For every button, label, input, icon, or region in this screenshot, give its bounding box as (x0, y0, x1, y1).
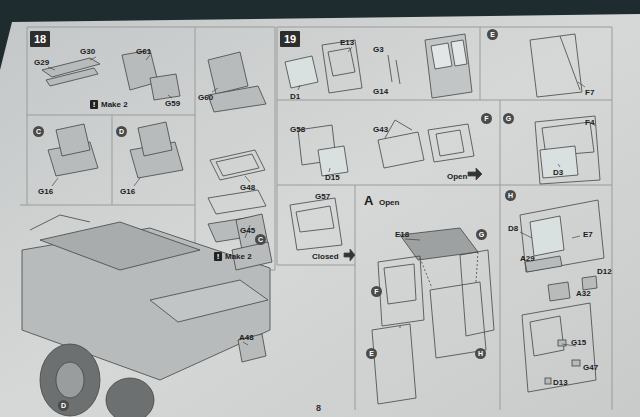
callout-letter: D (61, 402, 66, 409)
leader-lines (48, 47, 595, 346)
callout-letter: F (484, 115, 488, 122)
part-label: G57 (315, 192, 330, 201)
step-label: 18 (34, 33, 46, 45)
page-sheet (0, 14, 640, 417)
step-number: 19 (280, 31, 300, 47)
note-icon: ! (90, 100, 98, 109)
step-label: 19 (284, 33, 296, 45)
callout-letter: E (369, 350, 374, 357)
part-label: D13 (553, 378, 568, 387)
part-label: A29 (520, 254, 535, 263)
callout-circle: F (371, 286, 382, 297)
part-label: F4 (585, 118, 594, 127)
callout-letter: G (479, 231, 484, 238)
part-label: G14 (373, 87, 388, 96)
part-label: G59 (165, 99, 180, 108)
part-label: A32 (576, 289, 591, 298)
part-label: G16 (38, 187, 53, 196)
part-label: Closed (312, 252, 339, 261)
part-label: D12 (597, 267, 612, 276)
note-icon: ! (214, 252, 222, 261)
part-label: Open (447, 172, 467, 181)
callout-circle: G (503, 113, 514, 124)
callout-circle: D (116, 126, 127, 137)
part-drawings (22, 34, 604, 417)
callout-circle: E (366, 348, 377, 359)
callout-circle: G (476, 229, 487, 240)
callout-circle: H (475, 348, 486, 359)
part-label: E13 (340, 38, 354, 47)
part-label: D8 (508, 224, 518, 233)
part-label: Open (379, 198, 399, 207)
part-label: G60 (198, 93, 213, 102)
part-label: Make 2 (225, 252, 252, 261)
part-label: G47 (583, 363, 598, 372)
part-label: G30 (80, 47, 95, 56)
part-label: G16 (120, 187, 135, 196)
part-label: D3 (553, 168, 563, 177)
callout-circle: H (505, 190, 516, 201)
part-label: G43 (373, 125, 388, 134)
callout-letter: F (374, 288, 378, 295)
callout-letter: H (508, 192, 513, 199)
part-label: E7 (583, 230, 593, 239)
callout-circle: F (481, 113, 492, 124)
callout-letter: H (478, 350, 483, 357)
part-label: A48 (239, 333, 254, 342)
part-label: G15 (571, 338, 586, 347)
panel-borders (20, 27, 612, 410)
part-label: Make 2 (101, 100, 128, 109)
part-label: G48 (240, 183, 255, 192)
callout-letter: G (506, 115, 511, 122)
part-label: F7 (585, 88, 594, 97)
part-label: G58 (290, 125, 305, 134)
callout-letter: E (490, 31, 495, 38)
callout-circle: C (33, 126, 44, 137)
part-label: G45 (240, 226, 255, 235)
part-label: G61 (136, 47, 151, 56)
callout-letter: D (119, 128, 124, 135)
variant-letter: A (364, 194, 373, 208)
part-label: E18 (395, 230, 409, 239)
part-label: G3 (373, 45, 384, 54)
part-label: G29 (34, 58, 49, 67)
part-label: D1 (290, 92, 300, 101)
callout-letter: C (36, 128, 41, 135)
callout-circle: D (58, 400, 69, 411)
page-number: 8 (316, 404, 321, 413)
step-number: 18 (30, 31, 50, 47)
callout-circle: E (487, 29, 498, 40)
callout-letter: C (258, 236, 263, 243)
part-label: D15 (325, 173, 340, 182)
callout-circle: C (255, 234, 266, 245)
